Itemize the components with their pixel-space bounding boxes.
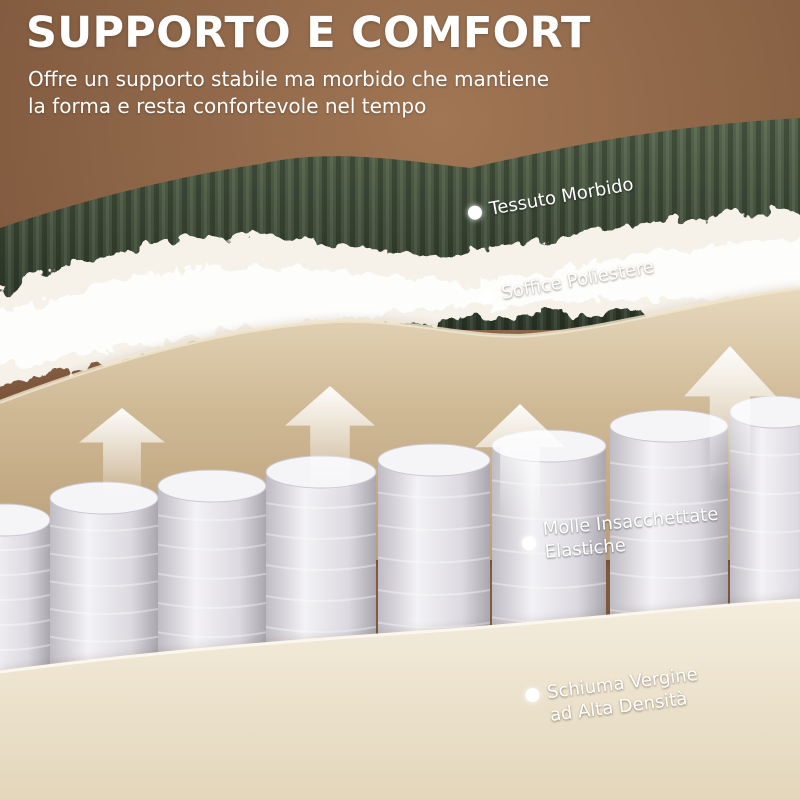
up-arrow-icon (285, 386, 375, 496)
dot-marker-icon (524, 687, 541, 703)
dot-marker-icon (521, 535, 537, 551)
subtitle: Offre un supporto stabile ma morbido che… (28, 66, 728, 120)
high-density-foam-layer (0, 598, 800, 800)
up-arrow-icon (475, 404, 565, 524)
subtitle-line-2: la forma e resta confortevole nel tempo (28, 94, 427, 118)
up-arrow-icon (79, 408, 165, 504)
dot-marker-icon (478, 288, 496, 305)
subtitle-line-1: Offre un supporto stabile ma morbido che… (28, 67, 550, 91)
up-arrow-icon (684, 346, 776, 486)
page-title: SUPPORTO E COMFORT (26, 8, 591, 58)
support-arrows (79, 346, 776, 524)
dot-marker-icon (466, 204, 484, 221)
